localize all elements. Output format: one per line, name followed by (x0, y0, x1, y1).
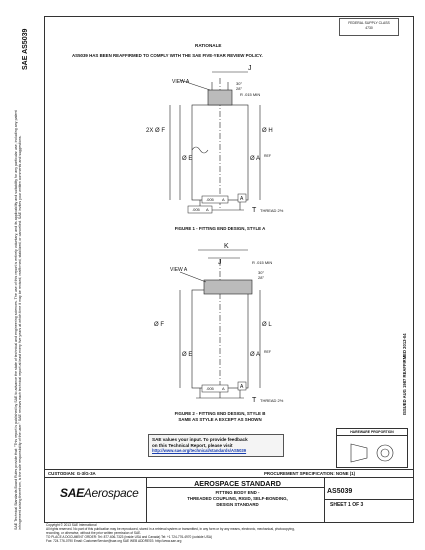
federal-supply-class-box: FEDERAL SUPPLY CLASS 4730 (339, 18, 399, 36)
tol2-value: .005 (192, 207, 201, 212)
fsc-line1: FEDERAL SUPPLY CLASS (348, 21, 390, 25)
top-flange (203, 279, 253, 295)
tolerance-frame-1: .005 A (201, 195, 229, 204)
copyright-line1: Copyright © 2013 SAE International (46, 523, 97, 527)
a-ref-label: REF (264, 154, 271, 158)
divider (146, 487, 324, 488)
t-label: T (252, 397, 257, 404)
t-thread-note: THREAD 2% (260, 398, 284, 403)
figure1-caption: FIGURE 1 - FITTING END DESIGN, STYLE A (174, 226, 266, 231)
rationale-text: AS5039 HAS BEEN REAFFIRMED TO COMPLY WIT… (72, 53, 263, 58)
divider (324, 478, 325, 523)
standard-title: AEROSPACE STANDARD (194, 479, 281, 488)
desc-line2: THREADED COUPLING, RIGID, SELF-BONDING, (187, 496, 288, 501)
e-dim-label: Ø E (182, 352, 192, 358)
hardware-proportion-label: HAREWARE PROPORTION (337, 429, 407, 436)
tol-value: .005 (206, 386, 215, 391)
k-label: K (224, 243, 229, 250)
page-border (44, 16, 414, 523)
logo-sae: SAE (60, 486, 84, 500)
t-label: T (252, 207, 257, 214)
hardware-proportion-box: HAREWARE PROPORTION (336, 428, 408, 468)
e-dim-label: Ø E (182, 156, 192, 162)
fsc-line2: 4730 (365, 26, 373, 30)
sae-side-doc-number: SAE AS5039 (22, 28, 29, 70)
a-dim-label: Ø A (250, 352, 260, 358)
figure2-drawing: K J VIEW A R .015 MIN 30° 28° Ø F Ø L Ø … (154, 243, 284, 404)
projection-symbol (350, 443, 394, 463)
side-legal-text: SAE Technical Standards Board Rules prov… (14, 110, 23, 530)
datum-a-box: A (237, 381, 247, 391)
tol2-ref: A (206, 207, 209, 212)
radius-label: R .015 MIN (252, 260, 272, 265)
sheet-number: SHEET 1 OF 3 (330, 502, 364, 508)
feedback-line1: SAE values your input. To provide feedba… (152, 437, 248, 442)
l-dim-label: Ø L (262, 322, 272, 328)
f-dim-label: 2X Ø F (146, 128, 165, 134)
tolerance-frame: .005 A (201, 384, 229, 393)
radius-label: R .015 MIN (240, 92, 260, 97)
figure2-caption: FIGURE 2 - FITTING END DESIGN, STYLE B (174, 411, 266, 416)
angle2-label: 28° (258, 275, 264, 280)
procurement-text: PROCUREMENT SPECIFICATION: NONE (1) (264, 471, 356, 476)
angle2-label: 28° (236, 86, 242, 91)
j-label: J (248, 65, 252, 72)
divider (146, 478, 147, 523)
feedback-line2: on this Technical Report, please visit (152, 442, 233, 448)
a-dim-label: Ø A (250, 156, 260, 162)
document-number: AS5039 (327, 488, 353, 495)
copyright-line3: recording, or otherwise, without the pri… (46, 530, 142, 535)
figure1-drawing: VIEW A J 30° 28° R .015 MIN 2X Ø F Ø H Ø… (146, 65, 284, 214)
title-block-top-row: CUSTODIAN: G-3/G-3A PROCUREMENT SPECIFIC… (44, 469, 414, 478)
copyright-line2: All rights reserved. No part of this pub… (46, 526, 295, 531)
copyright-line4: TO PLACE A DOCUMENT ORDER: Tel: 877-606-… (46, 534, 213, 539)
divider (324, 499, 414, 500)
h-dim-label: Ø H (262, 128, 273, 134)
feedback-box: SAE values your input. To provide feedba… (148, 434, 284, 457)
datum-a: A (240, 196, 244, 202)
copyright-block: Copyright © 2013 SAE International All r… (46, 523, 416, 544)
logo-aerospace: Aerospace (83, 486, 139, 500)
tol1-value: .005 (206, 197, 215, 202)
tol-ref: A (222, 386, 225, 391)
a-ref-label: REF (264, 350, 271, 354)
desc-line1: FITTING BODY END - (215, 490, 260, 495)
tol1-ref: A (222, 197, 225, 202)
view-a-label: VIEW A (170, 267, 188, 273)
desc-line3: DESIGN STANDARD (216, 502, 259, 507)
standard-description: FITTING BODY END - THREADED COUPLING, RI… (150, 490, 325, 508)
top-flange (207, 89, 233, 106)
j-label: J (218, 259, 222, 266)
reaffirmed-side-label: ISSUED AUG 1987 REAFFIRMED 2013-04 (402, 333, 407, 415)
t-thread-note: THREAD 2% (260, 208, 284, 213)
custodian-text: CUSTODIAN: G-3/G-3A (48, 471, 96, 476)
datum-a-box: A (237, 193, 247, 203)
datum-a: A (240, 384, 244, 390)
break-line (191, 146, 209, 154)
angle1-label: 30° (258, 270, 264, 275)
angle1-label: 30° (236, 81, 242, 86)
rationale-heading: RATIONALE (195, 43, 222, 48)
f-dim-label: Ø F (154, 322, 164, 328)
feedback-link[interactable]: http://www.sae.org/technical/standards/A… (152, 448, 247, 453)
copyright-line5: Fax: 724-776-0790 Email: CustomerService… (46, 538, 182, 543)
sae-aerospace-logo: SAEAerospace (60, 486, 139, 500)
tolerance-frame-2: .005 A (187, 205, 213, 214)
figure2-caption2: SAME AS STYLE A EXCEPT AS SHOWN (178, 417, 262, 422)
view-a-label: VIEW A (172, 79, 190, 85)
